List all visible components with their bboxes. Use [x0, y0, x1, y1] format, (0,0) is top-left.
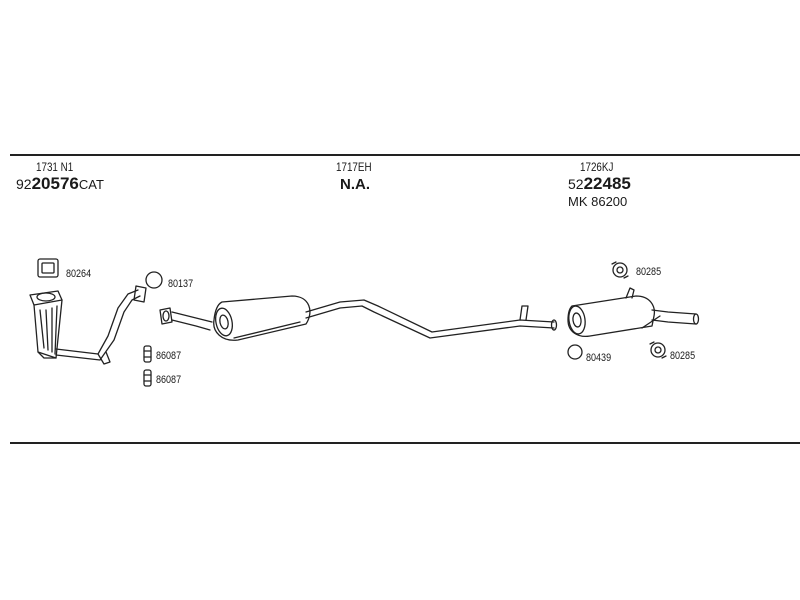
rubber-mount-icon [143, 345, 152, 363]
part-label-86087-a: 86087 [156, 350, 182, 362]
tail-connecting-pipe [305, 299, 558, 339]
ring-gasket-icon [567, 344, 583, 360]
top-divider [10, 154, 800, 156]
tailpipe [641, 309, 700, 329]
section2-code: 1717EH [336, 160, 372, 174]
rear-muffler [567, 287, 656, 338]
intermediate-pipe [159, 307, 213, 331]
clamp-icon [611, 261, 629, 279]
part-label-80285-b: 80285 [670, 350, 696, 362]
center-muffler [213, 295, 311, 341]
square-gasket-icon [37, 258, 59, 278]
part-label-80137: 80137 [168, 278, 194, 290]
ring-gasket-icon [145, 271, 163, 289]
part-label-80285-a: 80285 [636, 266, 662, 278]
part-label-80439: 80439 [586, 352, 612, 364]
section3-extra: MK 86200 [568, 194, 628, 209]
catalytic-converter [29, 290, 63, 359]
section1-number-suffix: CAT [78, 177, 104, 192]
clamp-icon [649, 341, 667, 359]
part-label-86087-b: 86087 [156, 374, 182, 386]
section3-part-number: 5222485 [568, 174, 631, 194]
bottom-divider [10, 442, 800, 444]
section3-code: 1726KJ [580, 160, 614, 174]
section2-note: N.A. [340, 176, 370, 193]
section1-part-number: 9220576CAT [16, 174, 104, 194]
section3-number-prefix: 52 [568, 176, 584, 192]
rubber-mount-icon [143, 369, 152, 387]
section1-number-prefix: 92 [16, 176, 32, 192]
section1-number-main: 20576 [31, 174, 79, 193]
front-pipe [55, 285, 147, 365]
part-label-80264: 80264 [66, 268, 92, 280]
section1-code: 1731 N1 [36, 160, 74, 174]
section3-number-main: 22485 [583, 174, 631, 193]
